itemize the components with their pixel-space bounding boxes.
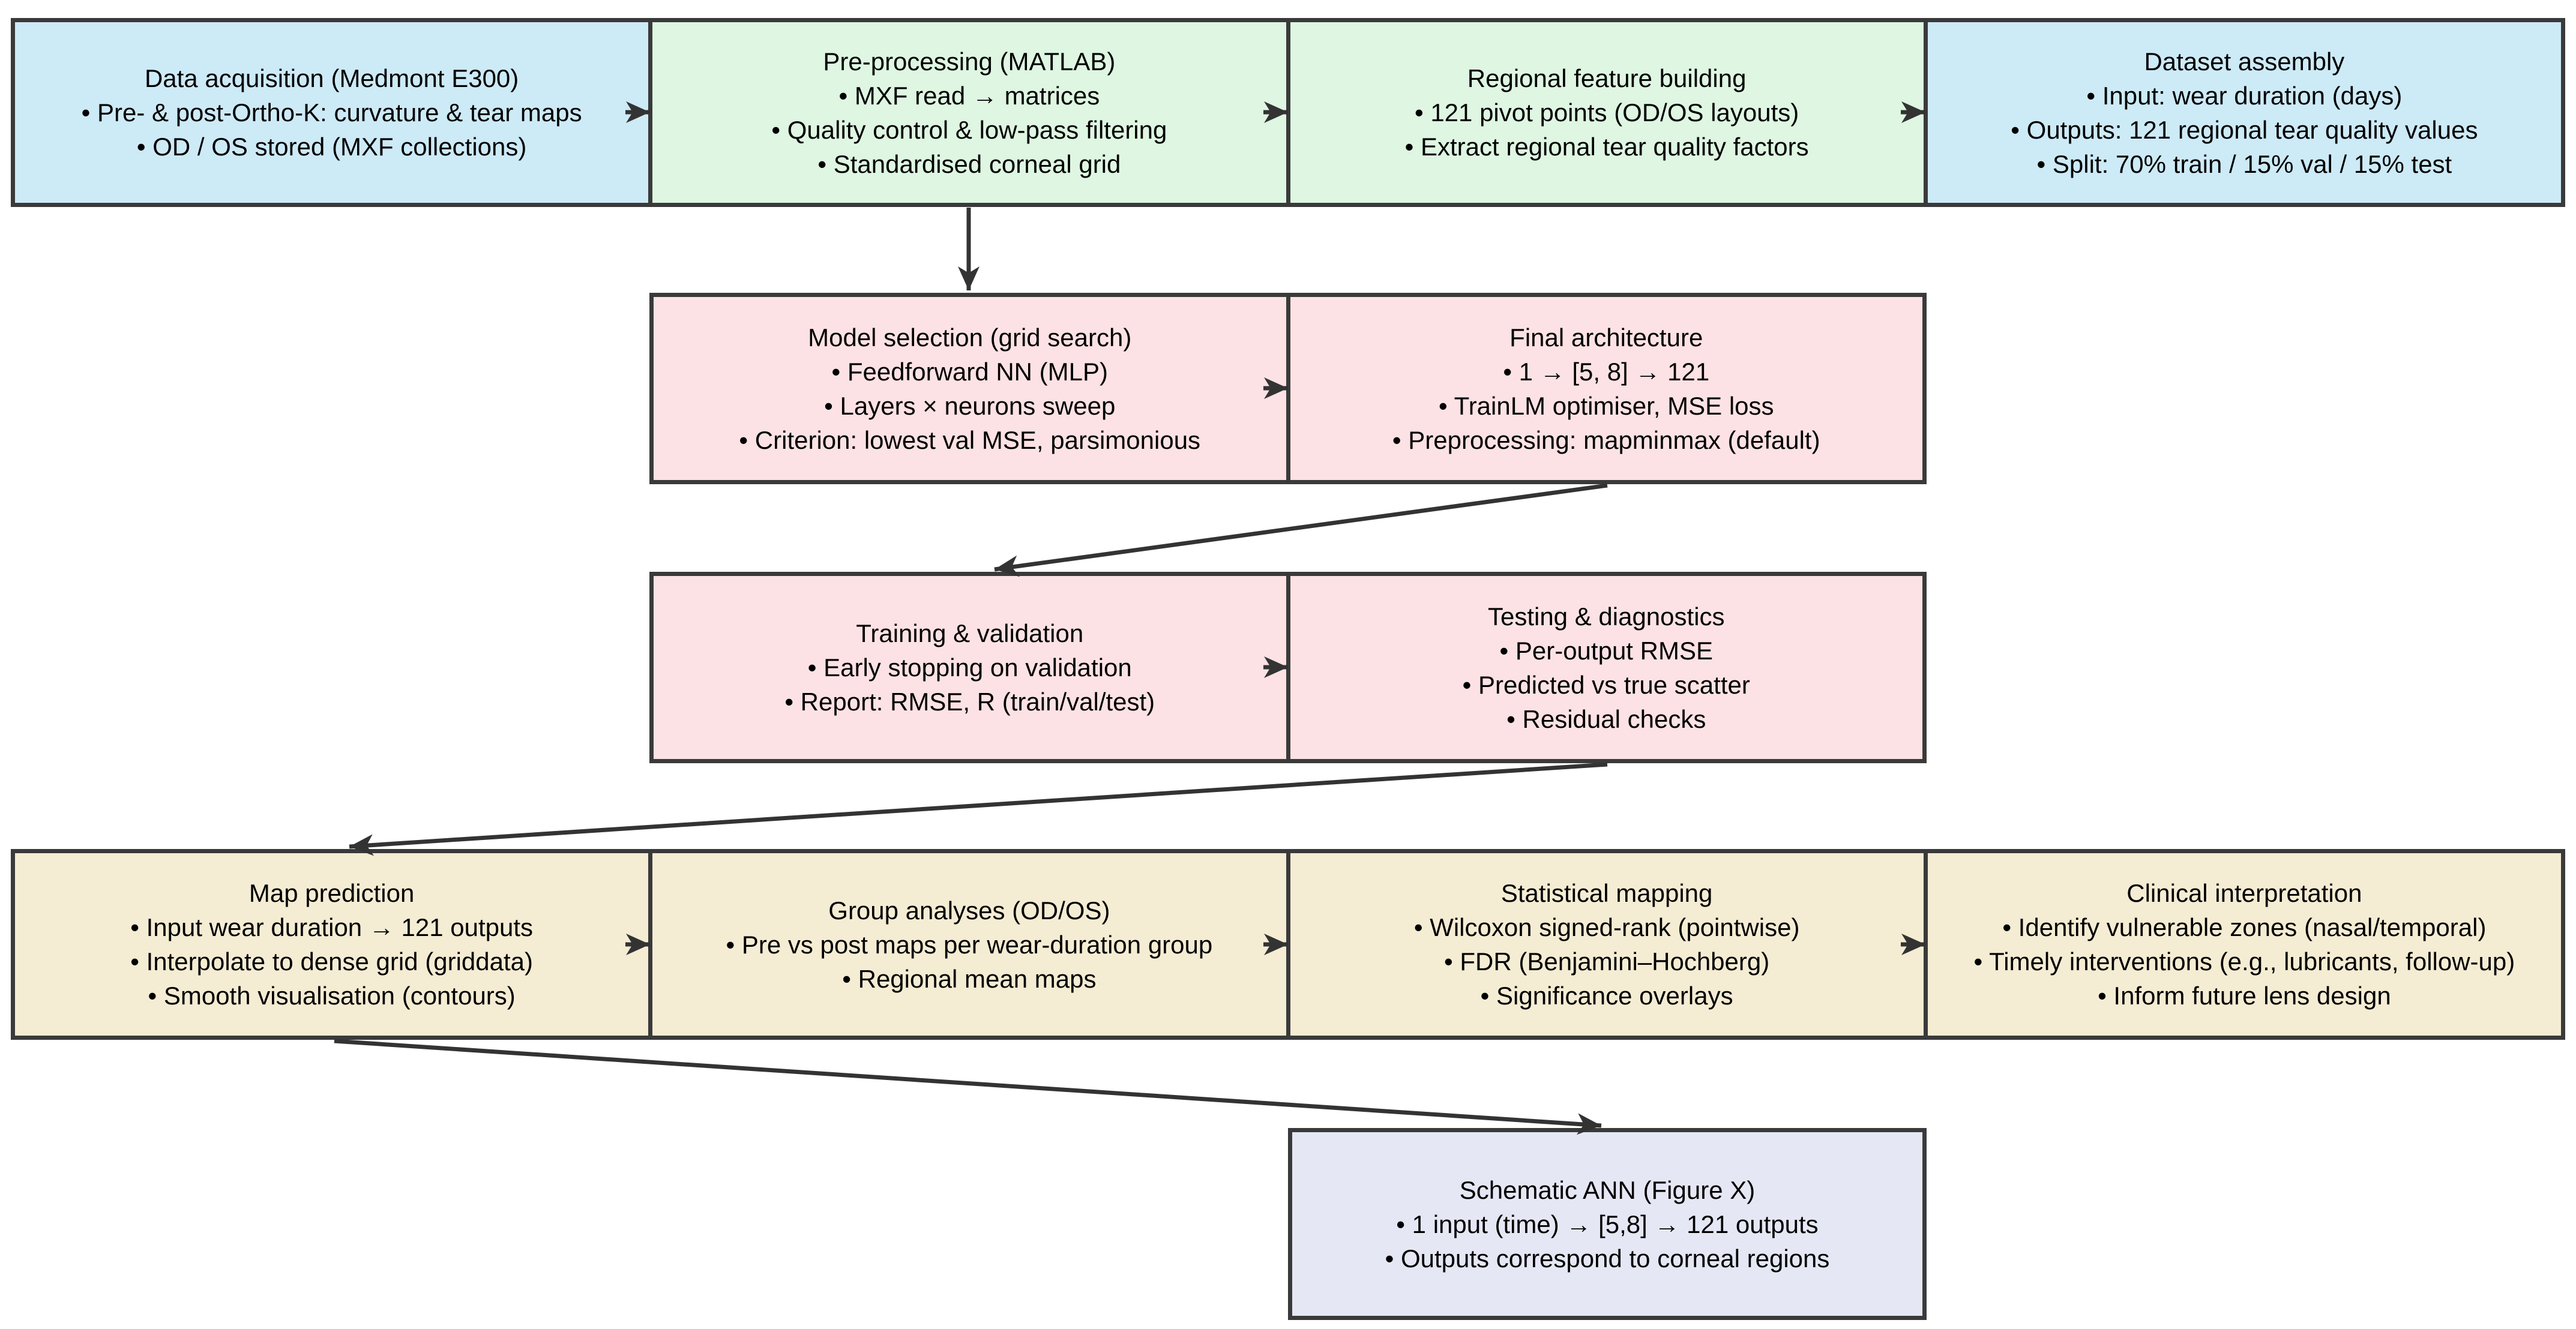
box-bullet: • Identify vulnerable zones (nasal/tempo…: [2002, 913, 2487, 941]
box-bullet: • Input: wear duration (days): [2086, 81, 2403, 110]
arrow-testing-diagnostics-to-map-prediction: [349, 762, 1608, 856]
box-bullet: • Report: RMSE, R (train/val/test): [784, 688, 1155, 716]
box-title: Statistical mapping: [1500, 879, 1713, 907]
box-bullet: • Outputs correspond to corneal regions: [1385, 1244, 1830, 1273]
stage-row-schematic: Schematic ANN (Figure X) • 1 input (time…: [1288, 1128, 1927, 1320]
box-bullet: • Residual checks: [1506, 704, 1706, 733]
box-model-selection: Model selection (grid search) • Feedforw…: [649, 293, 1290, 484]
stage-row-model: Model selection (grid search) • Feedforw…: [649, 293, 1927, 484]
box-bullet: • Pre- & post-Ortho-K: curvature & tear …: [81, 98, 582, 127]
box-bullet: • 1 input (time) → [5,8] → 121 outputs: [1396, 1210, 1819, 1238]
box-bullet: • Early stopping on validation: [807, 653, 1132, 682]
box-bullet: • Outputs: 121 regional tear quality val…: [2011, 115, 2478, 144]
box-bullet: • Input wear duration → 121 outputs: [130, 913, 534, 941]
box-regional-feature-building: Regional feature building • 121 pivot po…: [1286, 18, 1928, 207]
box-bullet: • Extract regional tear quality factors: [1404, 133, 1809, 161]
stage-row-analysis: Map prediction • Input wear duration → 1…: [11, 849, 2565, 1040]
box-training-validation: Training & validation • Early stopping o…: [649, 572, 1290, 763]
box-testing-diagnostics: Testing & diagnostics • Per-output RMSE …: [1286, 572, 1927, 763]
box-title: Dataset assembly: [2144, 47, 2345, 76]
box-title: Data acquisition (Medmont E300): [144, 64, 519, 92]
box-bullet: • Significance overlays: [1480, 982, 1733, 1010]
box-bullet: • Layers × neurons sweep: [824, 391, 1116, 420]
box-bullet: • Wilcoxon signed-rank (pointwise): [1413, 913, 1800, 941]
box-dataset-assembly: Dataset assembly • Input: wear duration …: [1923, 18, 2565, 207]
box-final-architecture: Final architecture • 1 → [5, 8] → 121 • …: [1286, 293, 1927, 484]
box-bullet: • Interpolate to dense grid (griddata): [130, 947, 534, 976]
box-title: Training & validation: [856, 619, 1084, 647]
box-title: Testing & diagnostics: [1487, 602, 1725, 631]
box-bullet: • Feedforward NN (MLP): [831, 357, 1108, 386]
box-bullet: • FDR (Benjamini–Hochberg): [1444, 947, 1770, 976]
box-bullet: • Preprocessing: mapminmax (default): [1392, 425, 1820, 454]
box-bullet: • Criterion: lowest val MSE, parsimoniou…: [739, 425, 1201, 454]
box-bullet: • Predicted vs true scatter: [1462, 670, 1750, 699]
box-bullet: • OD / OS stored (MXF collections): [136, 133, 527, 161]
box-bullet: • Split: 70% train / 15% val / 15% test: [2036, 149, 2452, 178]
box-bullet: • 121 pivot points (OD/OS layouts): [1414, 98, 1799, 127]
box-title: Clinical interpretation: [2126, 879, 2362, 907]
stage-row-acquisition: Data acquisition (Medmont E300) • Pre- &…: [11, 18, 2565, 207]
box-data-acquisition: Data acquisition (Medmont E300) • Pre- &…: [11, 18, 653, 207]
box-bullet: • Standardised corneal grid: [817, 149, 1121, 178]
box-bullet: • Regional mean maps: [842, 964, 1097, 993]
box-title: Schematic ANN (Figure X): [1459, 1175, 1756, 1204]
box-bullet: • Timely interventions (e.g., lubricants…: [1973, 947, 2515, 976]
box-title: Map prediction: [248, 879, 415, 907]
box-title: Regional feature building: [1467, 64, 1747, 92]
arrow-final-architecture-to-training-validation: [994, 483, 1608, 577]
box-title: Group analyses (OD/OS): [828, 896, 1110, 925]
box-bullet: • Per-output RMSE: [1499, 636, 1713, 665]
box-clinical-interpretation: Clinical interpretation • Identify vulne…: [1923, 849, 2565, 1040]
box-bullet: • MXF read → matrices: [838, 81, 1100, 110]
box-bullet: • Smooth visualisation (contours): [148, 982, 516, 1010]
box-map-prediction: Map prediction • Input wear duration → 1…: [11, 849, 653, 1040]
box-bullet: • Pre vs post maps per wear-duration gro…: [726, 930, 1213, 959]
box-title: Final architecture: [1509, 323, 1703, 352]
box-statistical-mapping: Statistical mapping • Wilcoxon signed-ra…: [1286, 849, 1928, 1040]
box-bullet: • 1 → [5, 8] → 121: [1503, 357, 1710, 386]
arrow-map-prediction-to-schematic-ann: [334, 1039, 1602, 1135]
box-bullet: • Inform future lens design: [2098, 982, 2391, 1010]
box-bullet: • Quality control & low-pass filtering: [771, 115, 1167, 144]
box-schematic-ann: Schematic ANN (Figure X) • 1 input (time…: [1288, 1128, 1927, 1320]
stage-row-training: Training & validation • Early stopping o…: [649, 572, 1927, 763]
box-group-analyses: Group analyses (OD/OS) • Pre vs post map…: [648, 849, 1290, 1040]
box-title: Model selection (grid search): [808, 323, 1132, 352]
box-bullet: • TrainLM optimiser, MSE loss: [1438, 391, 1774, 420]
box-title: Pre-processing (MATLAB): [823, 47, 1116, 76]
box-pre-processing: Pre-processing (MATLAB) • MXF read → mat…: [648, 18, 1290, 207]
